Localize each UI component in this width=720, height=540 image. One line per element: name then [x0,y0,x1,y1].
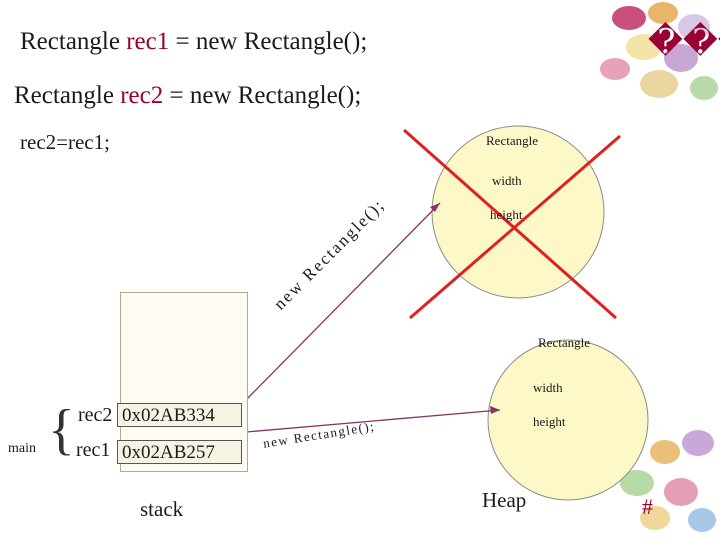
frame-brace: { [48,399,75,461]
code-var-rec2: rec2 [120,82,164,109]
corner-glyphs: ��� [648,24,720,61]
code-var-rec1: rec1 [126,28,170,55]
var-label-rec2: rec2 [78,404,113,426]
top-object-field-width: width [492,173,522,188]
bottom-object-field-width: width [533,380,563,395]
arrowhead-top [430,203,440,212]
bottom-object-class: Rectangle [538,335,590,350]
arrow-rec2-to-top [245,202,441,401]
heap-label: Heap [482,488,527,512]
code-type: Rectangle [14,82,114,109]
cross-line-2 [409,134,621,320]
code-rest: = new Rectangle(); [169,82,362,109]
code-line-2: Rectangle rec2 = new Rectangle(); [14,82,361,110]
stack-label: stack [140,497,184,521]
arrowhead-bottom [490,406,500,414]
top-object-field-height: height [490,207,523,222]
code-line-1: Rectangle rec1 = new Rectangle(); [20,28,367,56]
heap-object-bottom [487,339,649,501]
cell-rec2-value: 0x02AB334 [117,403,242,427]
code-line-3: rec2=rec1; [20,130,110,154]
main-label: main [8,441,36,456]
page-mark: # [642,494,653,519]
code-type: Rectangle [20,28,120,55]
cell-rec1-value: 0x02AB257 [117,440,242,464]
top-object-class: Rectangle [486,133,538,148]
var-label-rec1: rec1 [76,439,111,461]
cross-line-1 [403,128,617,320]
bottom-object-field-height: height [533,414,566,429]
code-rest: = new Rectangle(); [175,28,368,55]
arrow-rec1-to-bottom [245,409,501,433]
